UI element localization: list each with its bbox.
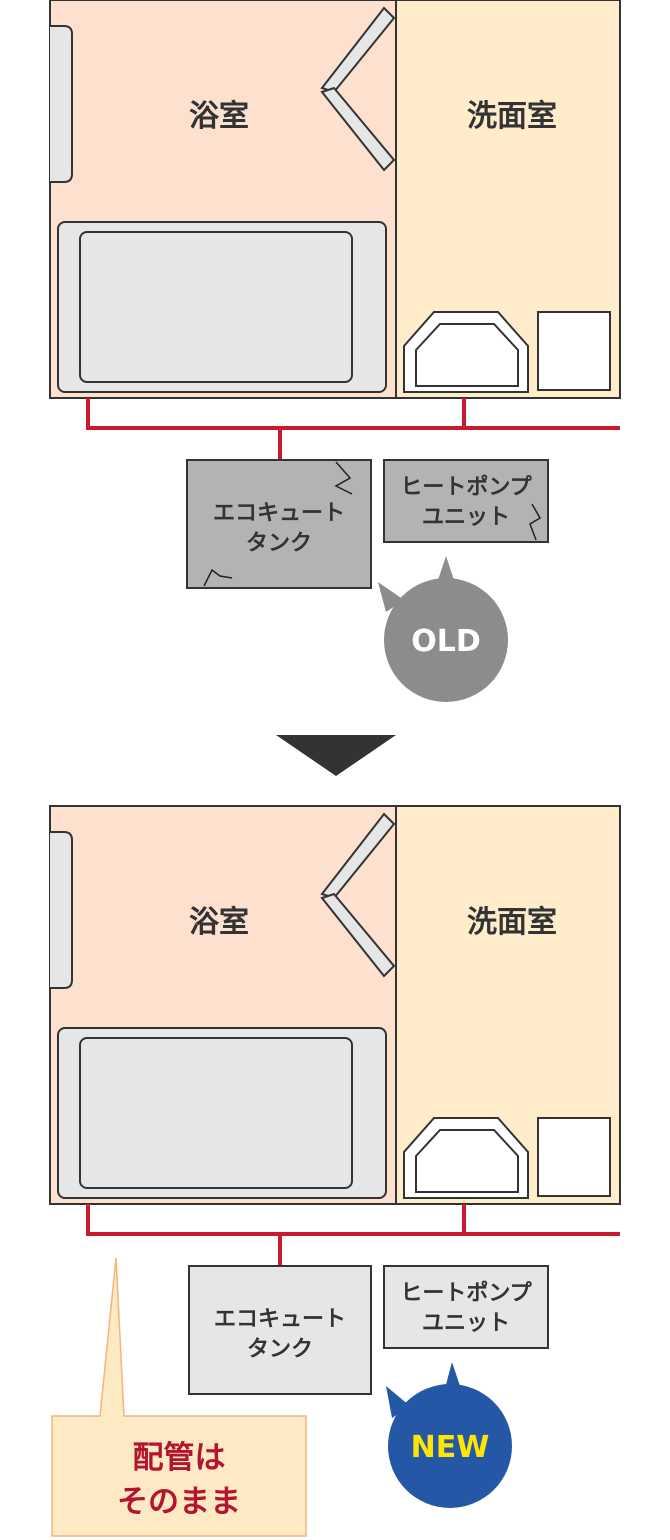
new-badge: NEW [386,1362,512,1508]
ecocute-tank-old: エコキュート タンク [186,459,372,589]
tank-label-line1: エコキュート [213,501,345,526]
heatpump-label-line2: ユニット [422,505,510,530]
after-panel: エコキュート タンク ヒートポンプ ユニット NEW 配管は そのまま 浴室 洗… [49,805,621,1537]
before-panel: エコキュート タンク ヒートポンプ ユニット OLD 浴室 洗面室 [49,0,621,702]
washroom-label: 洗面室 [467,99,557,134]
old-badge-label: OLD [411,624,481,659]
bathtub-inner-new [79,1037,353,1189]
piping [86,398,620,460]
washroom-label-new: 洗面室 [467,905,557,940]
washing-machine-new [537,1117,611,1197]
tank-new-label-line1: エコキュート [214,1307,346,1332]
bathroom-label: 浴室 [189,99,249,134]
washing-machine [537,311,611,391]
old-badge: OLD [378,556,508,702]
heatpump-new-label-line2: ユニット [422,1311,510,1336]
heatpump-label-line1: ヒートポンプ [400,474,532,500]
bath-counter-new [50,831,73,989]
callout-line2: そのまま [117,1484,241,1520]
wash-basin-new [403,1117,529,1199]
folding-door [320,6,396,172]
piping-unchanged-callout: 配管は そのまま [51,1257,307,1537]
callout-line1: 配管は [133,1440,226,1476]
piping-new [86,1204,620,1266]
folding-door-new [320,812,396,978]
heatpump-unit-new: ヒートポンプ ユニット [383,1265,549,1349]
tank-label-line2: タンク [246,531,312,556]
triangle-down-icon [276,735,396,776]
heatpump-unit-old: ヒートポンプ ユニット [383,459,549,543]
bath-counter [50,25,73,183]
wash-basin [403,311,529,393]
tank-new-label-line2: タンク [247,1337,313,1362]
new-badge-label: NEW [411,1430,490,1465]
heatpump-new-label-line1: ヒートポンプ [400,1280,532,1306]
bathroom-label-new: 浴室 [189,905,249,940]
bathtub-inner [79,231,353,383]
ecocute-tank-new: エコキュート タンク [188,1265,372,1395]
